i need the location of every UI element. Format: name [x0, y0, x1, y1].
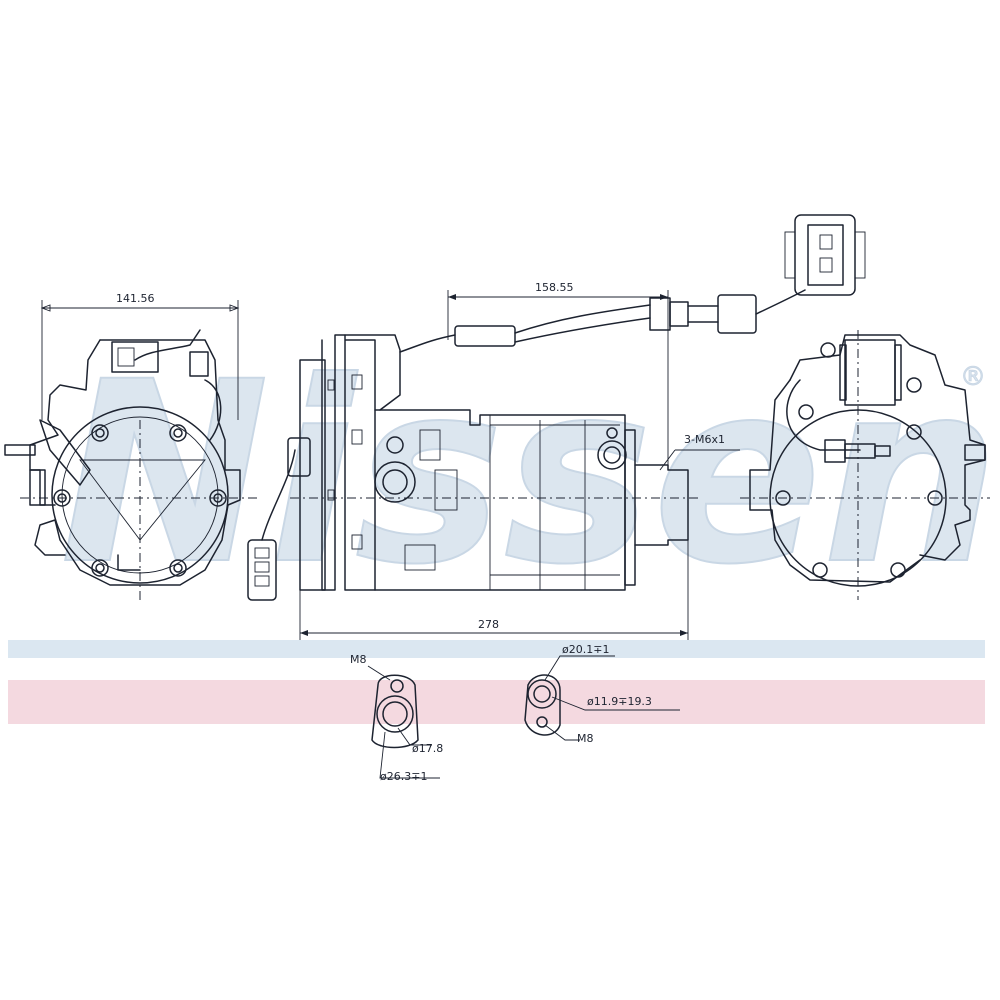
left-end-view: 141.56: [4, 292, 260, 600]
suction-port-detail: M8 ø17.8 ø26.3∓1: [350, 653, 443, 783]
discharge-bore-label: ø11.9∓19.3: [587, 695, 652, 708]
blue-band: [8, 640, 985, 658]
mount-holes-label: 3-M6x1: [684, 433, 725, 446]
discharge-port-detail: ø20.1∓1 ø11.9∓19.3 M8: [524, 643, 680, 745]
suction-counterbore-label: ø26.3∓1: [380, 770, 427, 783]
top-connector: [784, 214, 866, 296]
discharge-thread-label: M8: [577, 732, 594, 745]
dim-top-span-label: 158.55: [535, 281, 574, 294]
loose-connector-plug: [247, 437, 311, 601]
dim-width-label: 141.56: [116, 292, 155, 305]
dim-length-label: 278: [478, 618, 499, 631]
suction-bore-label: ø17.8: [412, 742, 443, 755]
pink-band: [8, 680, 985, 724]
trademark-symbol: ®: [960, 362, 986, 392]
discharge-counterbore-label: ø20.1∓1: [562, 643, 609, 656]
right-end-view: [740, 330, 990, 600]
side-view: 158.55 278: [290, 281, 806, 640]
suction-thread-label: M8: [350, 653, 367, 666]
